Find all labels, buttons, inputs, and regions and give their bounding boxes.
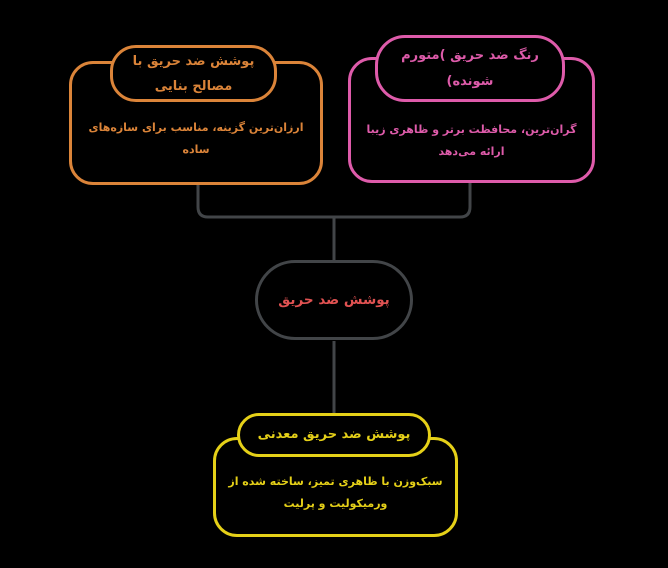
masonry-node-description: ارزان‌ترین گزینه، مناسب برای سازه‌های سا… — [88, 121, 304, 156]
mineral-node-description: سبک‌وزن با ظاهری تمیز، ساخته شده از ورمی… — [228, 475, 443, 510]
paint-node-title: رنگ ضد حریق )متورم شونده) — [375, 35, 565, 102]
mineral-node-title: پوشش ضد حریق معدنی — [237, 413, 431, 457]
paint-node-description: گران‌ترین، محافظت برتر و ظاهری زیبا ارائ… — [366, 123, 577, 158]
masonry-node-title: پوشش ضد حریق با مصالح بنایی — [110, 45, 277, 102]
root-node-fireproof-coating: پوشش ضد حریق — [255, 260, 413, 340]
edge-branches-to-root — [196, 182, 472, 219]
